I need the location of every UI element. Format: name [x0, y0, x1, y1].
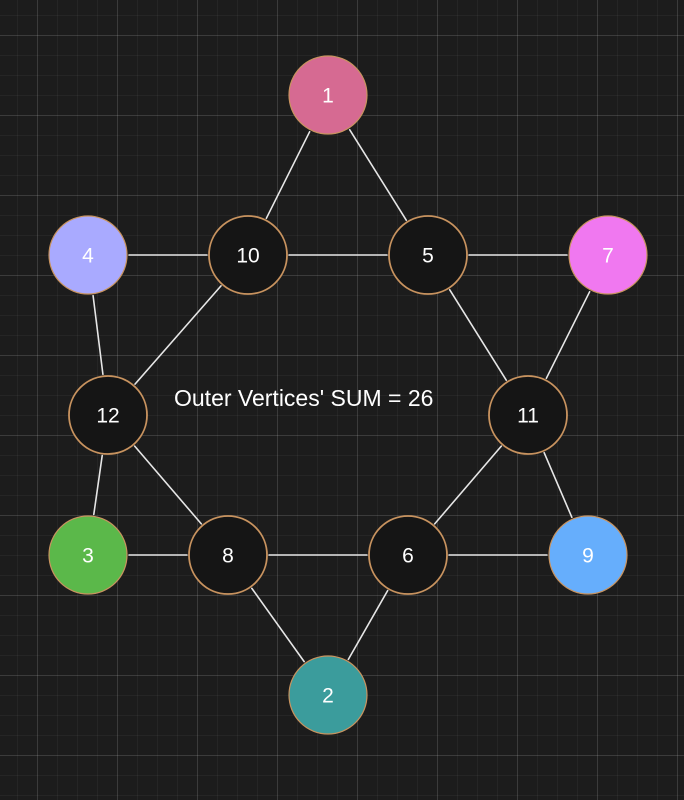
vertex-5[interactable]: 5	[388, 215, 468, 295]
vertex-11[interactable]: 11	[488, 375, 568, 455]
vertex-circle	[288, 655, 368, 735]
vertex-label: 9	[582, 545, 594, 568]
edge-n11-n6	[433, 445, 503, 525]
vertex-label: 8	[222, 545, 234, 568]
edges-layer	[92, 128, 591, 663]
edge-n6-n2	[347, 589, 389, 661]
edge-n10-n12	[134, 285, 222, 385]
edge-n11-n9	[543, 451, 573, 519]
vertex-12[interactable]: 12	[68, 375, 148, 455]
vertex-8[interactable]: 8	[188, 515, 268, 595]
vertex-1[interactable]: 1	[288, 55, 368, 135]
edge-n8-n2	[251, 587, 305, 663]
vertex-circle	[68, 375, 148, 455]
vertex-label: 4	[82, 245, 94, 268]
vertex-label: 2	[322, 685, 334, 708]
edge-n5-n11	[448, 288, 508, 382]
vertex-circle	[208, 215, 288, 295]
vertex-label: 10	[236, 245, 259, 268]
vertex-label: 6	[402, 545, 414, 568]
vertex-circle	[48, 215, 128, 295]
edge-n7-n11	[545, 290, 591, 380]
vertex-circle	[368, 515, 448, 595]
edge-n1-n5	[348, 128, 408, 222]
edge-n12-n8	[133, 445, 203, 525]
edge-n4-n12	[92, 294, 104, 376]
vertex-circle	[288, 55, 368, 135]
vertex-circle	[488, 375, 568, 455]
edge-n1-n10	[265, 130, 311, 220]
vertex-circle	[548, 515, 628, 595]
vertex-label: 3	[82, 545, 94, 568]
vertex-9[interactable]: 9	[548, 515, 628, 595]
vertex-2[interactable]: 2	[288, 655, 368, 735]
vertex-circle	[188, 515, 268, 595]
vertex-7[interactable]: 7	[568, 215, 648, 295]
vertex-10[interactable]: 10	[208, 215, 288, 295]
nodes-layer: 1 4 10 5 7 12 11 3 8 6 9 2	[48, 55, 648, 735]
vertex-3[interactable]: 3	[48, 515, 128, 595]
vertex-label: 11	[517, 405, 539, 428]
vertex-circle	[568, 215, 648, 295]
vertex-6[interactable]: 6	[368, 515, 448, 595]
vertex-label: 12	[96, 405, 119, 428]
vertex-label: 1	[322, 85, 334, 108]
vertex-circle	[388, 215, 468, 295]
edge-n12-n3	[92, 454, 104, 516]
vertex-label: 5	[422, 245, 434, 268]
vertex-4[interactable]: 4	[48, 215, 128, 295]
vertex-label: 7	[602, 245, 614, 268]
vertex-circle	[48, 515, 128, 595]
outer-vertices-sum-caption: Outer Vertices' SUM = 26	[174, 385, 434, 411]
